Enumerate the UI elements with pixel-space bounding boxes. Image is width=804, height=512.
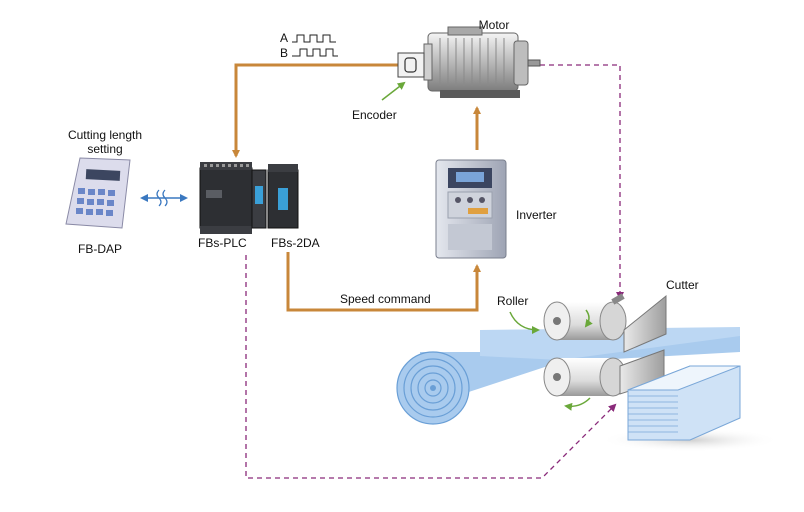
communication-arrow — [140, 189, 188, 207]
cut-sheet-stack-image — [600, 365, 780, 452]
encoder-pointer-arrow — [381, 81, 406, 101]
inverter-label: Inverter — [516, 208, 557, 222]
plc-to-cutter-dashed-line — [245, 255, 617, 479]
fbs-plc-label: FBs-PLC — [198, 236, 247, 250]
pulse-a-waveform — [292, 34, 336, 43]
pulse-b-waveform — [292, 48, 338, 57]
roller-label: Roller — [497, 294, 529, 308]
speed-command-line — [286, 252, 481, 312]
paper-roll-image — [396, 327, 740, 425]
cutting-length-line1: Cutting length — [67, 128, 143, 142]
fbs-2da-image — [267, 164, 299, 229]
inverter-image — [435, 159, 507, 259]
encoder-label: Encoder — [352, 108, 397, 122]
motor-label: Motor — [478, 18, 510, 32]
signal-b-label: B — [280, 46, 289, 60]
motor-image — [423, 26, 541, 98]
roller-bottom-image — [543, 357, 627, 397]
cutting-length-line2: setting — [87, 142, 123, 156]
cutting-length-label: Cutting length setting — [50, 128, 160, 156]
fbs-plc-image — [199, 162, 267, 234]
roller-rotation-arrows — [509, 309, 593, 411]
motor-to-roller-dashed-line — [540, 64, 624, 300]
encoder-image — [397, 52, 425, 78]
fb-dap-image — [65, 157, 131, 229]
fb-dap-label: FB-DAP — [77, 242, 122, 256]
fbs-2da-label: FBs-2DA — [271, 236, 320, 250]
speed-command-label: Speed command — [340, 292, 431, 306]
encoder-feedback-line — [232, 63, 398, 158]
signal-a-label: A — [280, 31, 289, 45]
roller-top-image — [543, 293, 627, 341]
cutter-label: Cutter — [666, 278, 699, 292]
